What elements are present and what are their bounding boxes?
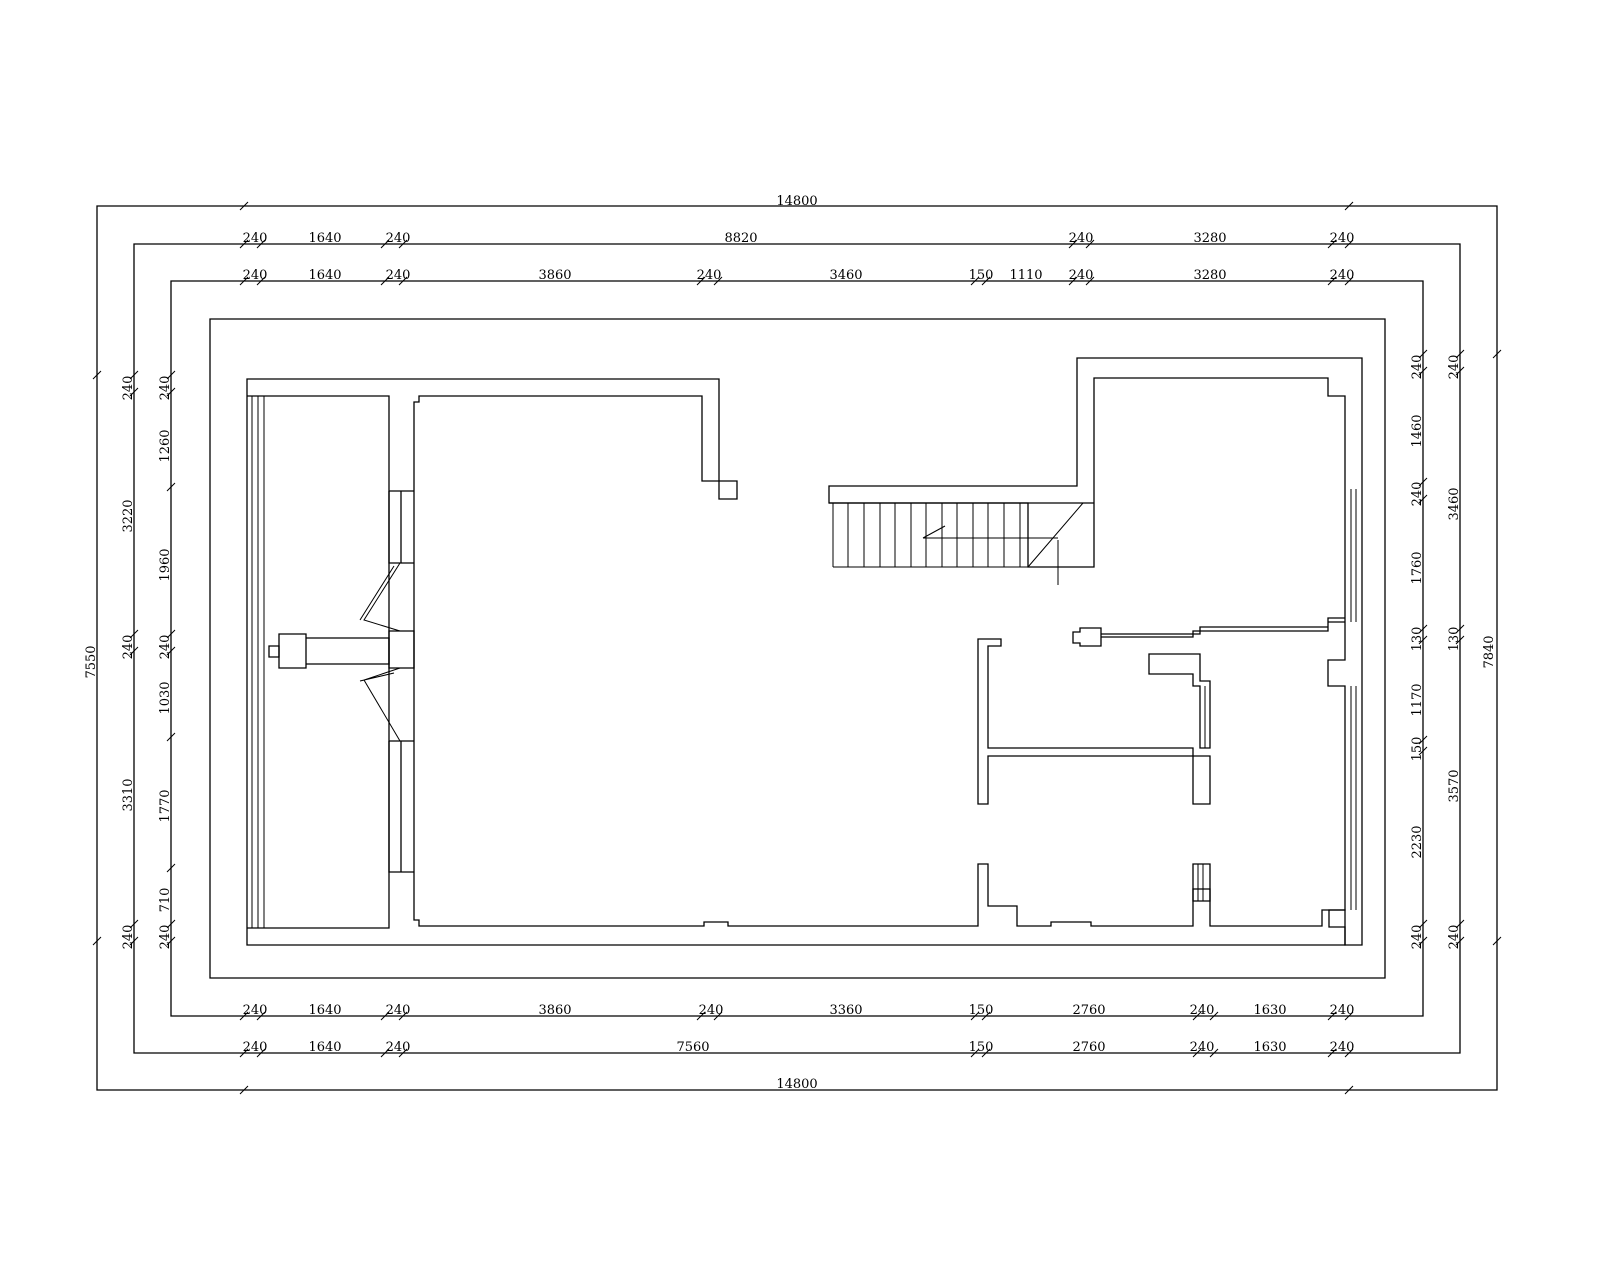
- top-row3-dim: 150: [969, 268, 994, 283]
- top-row3-dim: 240: [697, 268, 722, 283]
- top-overall-dim: 14800: [776, 194, 817, 209]
- top-row3-dim: 240: [243, 268, 268, 283]
- top-dimensions: 14800 240 1640 240 8820 240 3280 240 240…: [243, 194, 1355, 283]
- top-row3-dim: 3860: [538, 268, 571, 283]
- left-col2-dim: 240: [121, 635, 136, 660]
- right-col1-dim: 2230: [1410, 825, 1425, 858]
- top-row3-dim: 240: [1069, 268, 1094, 283]
- bottom-row1-dim: 240: [1330, 1003, 1355, 1018]
- left-dimensions: 7550 240 3220 240 3310 240 240 1260 1960…: [84, 376, 173, 950]
- bottom-row1-dim: 240: [1190, 1003, 1215, 1018]
- top-row3-dim: 3460: [829, 268, 862, 283]
- left-col2-dim: 3310: [121, 778, 136, 811]
- building-walls: [246, 357, 1363, 946]
- bottom-row1-dim: 2760: [1072, 1003, 1105, 1018]
- bottom-row2-dim: 7560: [676, 1040, 709, 1055]
- right-dimensions: 240 1460 240 1760 130 1170 150 2230 240 …: [1410, 355, 1497, 950]
- bottom-row1-dim: 240: [699, 1003, 724, 1018]
- bottom-row2-dim: 240: [243, 1040, 268, 1055]
- top-row3-dim: 240: [1330, 268, 1355, 283]
- right-col1-dim: 1760: [1410, 551, 1425, 584]
- right-overall-dim: 7840: [1482, 635, 1497, 668]
- top-row2-dim: 3280: [1193, 231, 1226, 246]
- bottom-overall-dim: 14800: [776, 1077, 817, 1092]
- top-row2-dim: 240: [386, 231, 411, 246]
- right-col2-dim: 3460: [1447, 487, 1462, 520]
- top-row2-dim: 1640: [308, 231, 341, 246]
- right-col1-dim: 1170: [1410, 683, 1425, 716]
- bottom-row1-dim: 240: [386, 1003, 411, 1018]
- left-col3-dim: 710: [158, 888, 173, 913]
- bottom-dimensions: 240 1640 240 3860 240 3360 150 2760 240 …: [243, 1003, 1355, 1092]
- right-col1-dim: 240: [1410, 355, 1425, 380]
- top-row2-dim: 8820: [724, 231, 757, 246]
- left-col3-dim: 1960: [158, 548, 173, 581]
- right-col2-dim: 130: [1447, 627, 1462, 652]
- left-col3-dim: 1770: [158, 789, 173, 822]
- bottom-row1-dim: 1630: [1253, 1003, 1286, 1018]
- bottom-row2-dim: 240: [386, 1040, 411, 1055]
- top-row3-dim: 1110: [1009, 268, 1042, 283]
- dimension-frames: [96, 205, 1498, 1091]
- left-col2-dim: 240: [121, 925, 136, 950]
- right-col1-dim: 150: [1410, 737, 1425, 762]
- bottom-row2-dim: 2760: [1072, 1040, 1105, 1055]
- bottom-row1-dim: 3860: [538, 1003, 571, 1018]
- right-col2-dim: 3570: [1447, 769, 1462, 802]
- bottom-row1-dim: 1640: [308, 1003, 341, 1018]
- left-col3-dim: 1030: [158, 681, 173, 714]
- left-col3-dim: 1260: [158, 429, 173, 462]
- right-col1-dim: 240: [1410, 925, 1425, 950]
- bottom-row1-dim: 150: [969, 1003, 994, 1018]
- bottom-row2-dim: 150: [969, 1040, 994, 1055]
- right-col2-dim: 240: [1447, 925, 1462, 950]
- right-col1-dim: 1460: [1410, 414, 1425, 447]
- right-col1-dim: 130: [1410, 627, 1425, 652]
- left-col2-dim: 3220: [121, 499, 136, 532]
- bottom-row1-dim: 3360: [829, 1003, 862, 1018]
- top-row3-dim: 240: [386, 268, 411, 283]
- top-row2-dim: 240: [243, 231, 268, 246]
- bottom-row2-dim: 1630: [1253, 1040, 1286, 1055]
- bottom-row1-dim: 240: [243, 1003, 268, 1018]
- top-row3-dim: 1640: [308, 268, 341, 283]
- dimension-ticks: [92, 201, 1502, 1095]
- left-col2-dim: 240: [121, 376, 136, 401]
- right-col1-dim: 240: [1410, 482, 1425, 507]
- left-overall-dim: 7550: [84, 645, 99, 678]
- bottom-row2-dim: 240: [1330, 1040, 1355, 1055]
- left-col3-dim: 240: [158, 925, 173, 950]
- top-row3-dim: 3280: [1193, 268, 1226, 283]
- left-col3-dim: 240: [158, 635, 173, 660]
- left-col3-dim: 240: [158, 376, 173, 401]
- right-col2-dim: 240: [1447, 355, 1462, 380]
- bottom-row2-dim: 1640: [308, 1040, 341, 1055]
- bottom-row2-dim: 240: [1190, 1040, 1215, 1055]
- top-row2-dim: 240: [1069, 231, 1094, 246]
- top-row2-dim: 240: [1330, 231, 1355, 246]
